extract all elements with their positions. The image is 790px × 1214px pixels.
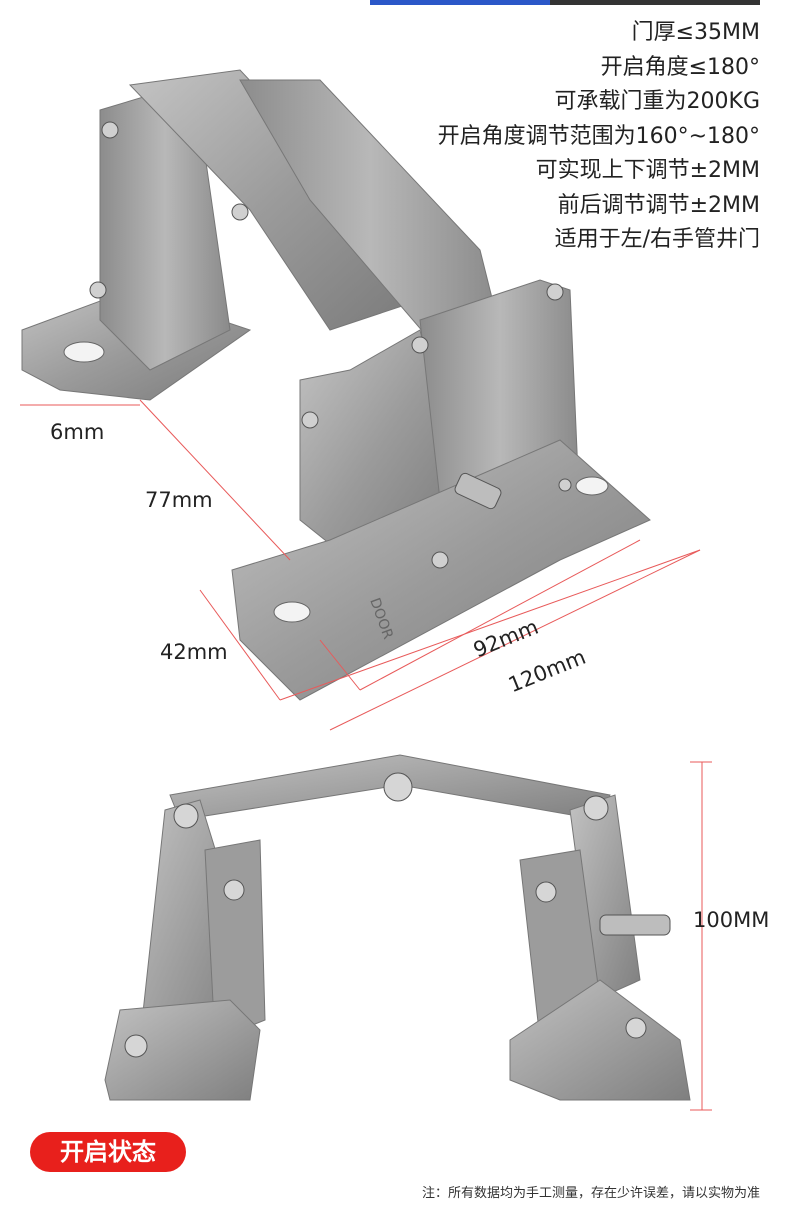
spec-angle-range: 开启角度调节范围为160°~180° (437, 123, 760, 149)
open-adjusting-screw (599, 914, 671, 936)
dim-depth: 42mm (160, 640, 228, 664)
adjusting-screw (454, 472, 502, 510)
spec-door-thickness: 门厚≤35MM (631, 20, 760, 45)
spec-vertical-adjust: 可实现上下调节±2MM (535, 158, 760, 183)
measurement-footnote: 注：所有数据均为手工测量，存在少许误差，请以实物为准 (421, 1186, 760, 1201)
dim-height: 77mm (145, 488, 213, 512)
open-status-badge: 开启状态 (30, 1132, 186, 1172)
open-left-base (104, 999, 261, 1101)
spec-list: 门厚≤35MM 开启角度≤180° 可承载门重为200KG 开启角度调节范围为1… (438, 16, 760, 258)
left-base-slot (63, 341, 105, 363)
height-dimension-line (690, 761, 712, 1111)
spec-front-back-adjust: 前后调节调节±2MM (557, 192, 760, 218)
top-accent-bar-blue (370, 0, 550, 5)
open-right-base (509, 979, 691, 1101)
rivets-closed (89, 121, 572, 569)
spec-hand-usage: 适用于左/右手管井门 (554, 227, 760, 252)
rivets-open (124, 772, 647, 1058)
spec-load-capacity: 可承载门重为200KG (554, 89, 760, 114)
spec-opening-angle: 开启角度≤180° (600, 54, 760, 80)
right-base-slot-2 (575, 476, 609, 496)
dimension-lines (20, 399, 701, 731)
dim-thickness: 6mm (50, 420, 105, 444)
hinge-closed-photo: DOOR (20, 69, 701, 731)
top-accent-bar-dark (550, 0, 760, 5)
right-base-plate (231, 439, 651, 701)
dim-open-height: 100MM (693, 908, 770, 932)
right-base-slot-1 (273, 601, 311, 623)
open-left-block (204, 839, 266, 1041)
hinge-open-photo (104, 754, 712, 1111)
